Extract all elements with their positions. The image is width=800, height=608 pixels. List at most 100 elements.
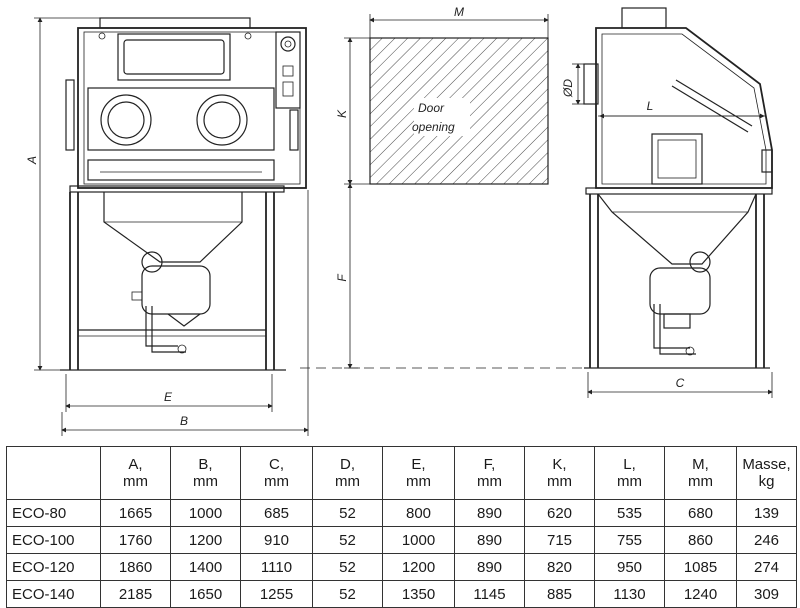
- side-view: [583, 7, 773, 369]
- header-unit: mm: [477, 473, 502, 490]
- model-cell: ECO-80: [6, 499, 101, 527]
- table-cell: 1145: [454, 580, 525, 608]
- header-unit: mm: [547, 473, 572, 490]
- header-d: D,mm: [312, 446, 383, 500]
- table-cell: 1085: [664, 553, 737, 581]
- table-cell: 950: [594, 553, 665, 581]
- header-name: M,: [692, 456, 709, 473]
- table-cell: 885: [524, 580, 595, 608]
- dim-label-k: K: [335, 109, 349, 118]
- table-cell: 800: [382, 499, 455, 527]
- technical-drawing: A E B Door opening M K F: [25, 5, 773, 436]
- table-cell: 1200: [382, 553, 455, 581]
- header-name: E,: [411, 456, 426, 473]
- table-cell: 680: [664, 499, 737, 527]
- header-l: L,mm: [594, 446, 665, 500]
- table-cell: 309: [736, 580, 797, 608]
- table-cell: 910: [240, 526, 313, 554]
- header-c: C,mm: [240, 446, 313, 500]
- header-row: A,mm B,mm C,mm D,mm E,mm F,mm K,mm L,mm …: [6, 446, 797, 500]
- table-cell: 1240: [664, 580, 737, 608]
- table-cell: 1650: [170, 580, 241, 608]
- door-opening: Door opening: [369, 37, 549, 185]
- dimension-f: F: [300, 183, 588, 369]
- table-cell: 1760: [100, 526, 171, 554]
- table-cell: 860: [664, 526, 737, 554]
- table-cell: 52: [312, 526, 383, 554]
- dimension-a: A: [25, 17, 100, 371]
- table-cell: 1665: [100, 499, 171, 527]
- header-model: [6, 446, 101, 500]
- dim-label-b: B: [180, 414, 188, 428]
- header-f: F,mm: [454, 446, 525, 500]
- table-cell: 1350: [382, 580, 455, 608]
- header-name: F,: [483, 456, 496, 473]
- header-mass: Masse,kg: [736, 446, 797, 500]
- table-cell: 820: [524, 553, 595, 581]
- header-name: B,: [198, 456, 213, 473]
- dim-label-c: C: [676, 376, 685, 390]
- model-cell: ECO-140: [6, 580, 101, 608]
- front-view: [60, 17, 307, 371]
- header-m: M,mm: [664, 446, 737, 500]
- model-cell: ECO-120: [6, 553, 101, 581]
- header-unit: mm: [688, 473, 713, 490]
- table-cell: 890: [454, 553, 525, 581]
- table-cell: 1000: [382, 526, 455, 554]
- table-cell: 52: [312, 499, 383, 527]
- header-unit: mm: [264, 473, 289, 490]
- door-opening-label-line2: opening: [412, 120, 455, 134]
- table-cell: 1400: [170, 553, 241, 581]
- header-name: L,: [623, 456, 636, 473]
- header-unit: mm: [335, 473, 360, 490]
- table-cell: 755: [594, 526, 665, 554]
- dim-label-f: F: [335, 274, 349, 282]
- dimension-e: E: [65, 374, 273, 412]
- table-cell: 1000: [170, 499, 241, 527]
- header-unit: mm: [123, 473, 148, 490]
- dimension-b: B: [61, 190, 309, 436]
- model-cell: ECO-100: [6, 526, 101, 554]
- table-row: ECO-120 1860 1400 1110 52 1200 890 820 9…: [6, 553, 797, 581]
- table-cell: 890: [454, 526, 525, 554]
- table-cell: 890: [454, 499, 525, 527]
- table-cell: 620: [524, 499, 595, 527]
- header-name: D,: [340, 456, 355, 473]
- table-cell: 535: [594, 499, 665, 527]
- table-cell: 1130: [594, 580, 665, 608]
- table-cell: 715: [524, 526, 595, 554]
- header-e: E,mm: [382, 446, 455, 500]
- dimension-c: C: [587, 372, 773, 398]
- dim-label-d: ØD: [561, 79, 575, 98]
- dim-label-m: M: [454, 5, 464, 19]
- header-b: B,mm: [170, 446, 241, 500]
- table-cell: 685: [240, 499, 313, 527]
- header-unit: mm: [406, 473, 431, 490]
- table-cell: 1860: [100, 553, 171, 581]
- header-name: K,: [552, 456, 567, 473]
- dim-label-a: A: [25, 156, 39, 165]
- table-cell: 274: [736, 553, 797, 581]
- header-name: C,: [269, 456, 284, 473]
- header-name: A,: [128, 456, 143, 473]
- header-unit: mm: [193, 473, 218, 490]
- dimension-m: M: [369, 5, 549, 38]
- table-cell: 52: [312, 580, 383, 608]
- table-cell: 139: [736, 499, 797, 527]
- table-row: ECO-140 2185 1650 1255 52 1350 1145 885 …: [6, 580, 797, 608]
- table-cell: 1255: [240, 580, 313, 608]
- dimension-d: ØD: [561, 63, 584, 105]
- table-row: ECO-100 1760 1200 910 52 1000 890 715 75…: [6, 526, 797, 554]
- table-cell: 2185: [100, 580, 171, 608]
- spec-table: A,mm B,mm C,mm D,mm E,mm F,mm K,mm L,mm …: [6, 446, 797, 608]
- table-cell: 1200: [170, 526, 241, 554]
- table-cell: 52: [312, 553, 383, 581]
- header-unit: kg: [758, 473, 775, 490]
- table-cell: 246: [736, 526, 797, 554]
- header-unit: mm: [617, 473, 642, 490]
- dim-label-l: L: [647, 99, 654, 113]
- dimension-l: L: [599, 99, 765, 119]
- header-k: K,mm: [524, 446, 595, 500]
- dim-label-e: E: [164, 390, 173, 404]
- table-row: ECO-80 1665 1000 685 52 800 890 620 535 …: [6, 499, 797, 527]
